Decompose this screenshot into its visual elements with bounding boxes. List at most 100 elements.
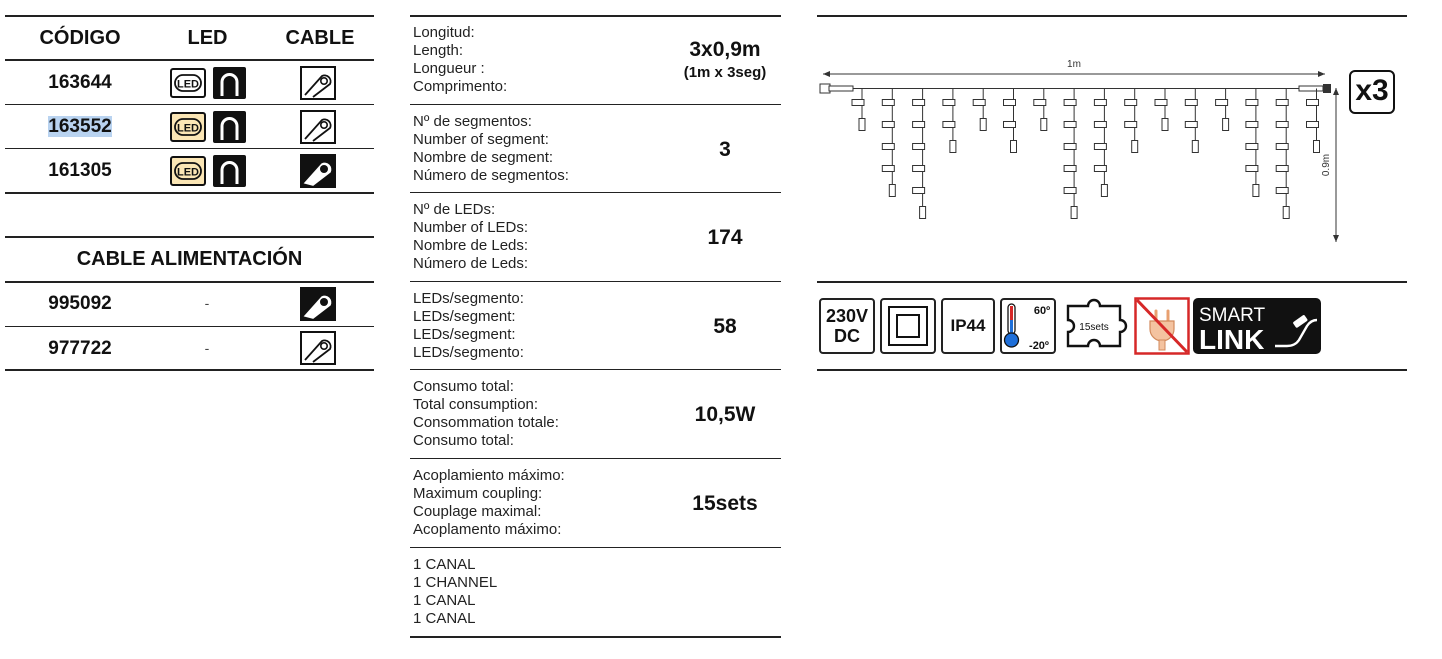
led-drop bbox=[881, 165, 895, 172]
multiplier-badge: x3 bbox=[1349, 70, 1395, 114]
led-drop bbox=[1313, 140, 1320, 153]
icicle-light-diagram: 1m 0.9m bbox=[819, 59, 1339, 242]
led-drop bbox=[1252, 184, 1260, 197]
led-drop bbox=[1245, 99, 1259, 106]
black-cable-icon bbox=[300, 287, 336, 326]
transparent-cable-icon bbox=[300, 66, 336, 105]
transparent-cable-icon bbox=[300, 110, 336, 149]
spec-labels-length: Longitud:Length:Longueur :Comprimento: bbox=[413, 24, 508, 95]
spec-labels-segments: Nº de segmentos:Number of segment:Nombre… bbox=[413, 113, 569, 184]
height-dimension-label: 0.9m bbox=[1321, 154, 1332, 176]
spec-value-segments: 3 bbox=[719, 138, 731, 161]
led-drop bbox=[1063, 121, 1077, 128]
temp-high-label: 60º bbox=[1034, 305, 1050, 317]
led-drop bbox=[942, 121, 956, 128]
led-cool-white-icon: LED bbox=[170, 66, 250, 105]
smart-link-icon: SMART LINK bbox=[1193, 298, 1321, 359]
code-cell[interactable]: 977722 bbox=[48, 338, 112, 359]
led-warm-white-icon: LED bbox=[170, 154, 250, 193]
led-drop bbox=[979, 118, 987, 131]
led-drop bbox=[1131, 140, 1139, 153]
led-drop bbox=[1040, 118, 1048, 131]
led-drop bbox=[1184, 99, 1198, 106]
spec-labels-leds-per-segment: LEDs/segmento:LEDs/segment:LEDs/segment:… bbox=[413, 290, 524, 361]
led-drop bbox=[1124, 99, 1138, 106]
code-cell-selected[interactable]: 163552 bbox=[48, 116, 112, 137]
svg-text:LED: LED bbox=[177, 167, 199, 179]
led-drop bbox=[1282, 206, 1290, 219]
led-drop bbox=[1093, 121, 1107, 128]
spec-labels-leds: Nº de LEDs:Number of LEDs:Nombre de Leds… bbox=[413, 201, 529, 272]
led-drop bbox=[912, 121, 926, 128]
led-drop bbox=[1275, 121, 1289, 128]
spec-value-leds-per-segment: 58 bbox=[713, 315, 737, 338]
led-drop bbox=[1275, 165, 1289, 172]
spec-value-length: 3x0,9m bbox=[689, 38, 761, 61]
led-drop bbox=[1275, 99, 1289, 106]
header-code: CÓDIGO bbox=[39, 27, 121, 49]
transparent-cable-icon bbox=[300, 331, 336, 370]
led-drop bbox=[858, 118, 866, 131]
led-drop bbox=[1093, 165, 1107, 172]
led-drop bbox=[881, 143, 895, 150]
led-drop bbox=[881, 99, 895, 106]
led-empty-cell: - bbox=[204, 340, 210, 356]
led-drop bbox=[1245, 143, 1259, 150]
led-warm-white-icon: LED bbox=[170, 110, 250, 149]
led-drop bbox=[1275, 143, 1289, 150]
led-drop bbox=[1063, 143, 1077, 150]
led-drop bbox=[1222, 118, 1230, 131]
led-drop bbox=[1161, 118, 1169, 131]
led-drop bbox=[1184, 121, 1198, 128]
led-drop bbox=[1033, 99, 1047, 106]
led-drop bbox=[1003, 121, 1016, 128]
spec-labels-coupling: Acoplamiento máximo:Maximum coupling:Cou… bbox=[413, 467, 565, 538]
led-drop bbox=[912, 187, 926, 194]
black-cable-icon bbox=[300, 154, 336, 193]
ip-rating-icon: IP44 bbox=[941, 298, 995, 354]
led-drop bbox=[912, 165, 926, 172]
led-drop bbox=[1154, 99, 1168, 106]
led-drop bbox=[1306, 121, 1319, 128]
led-drop bbox=[888, 184, 896, 197]
led-drop bbox=[1093, 143, 1107, 150]
led-drop bbox=[1215, 99, 1229, 106]
link-label: LINK bbox=[1199, 324, 1264, 354]
led-drop bbox=[1100, 184, 1108, 197]
coupling-puzzle-icon: 15sets bbox=[1060, 296, 1132, 361]
led-drop bbox=[1245, 121, 1259, 128]
code-cell[interactable]: 163644 bbox=[48, 72, 112, 93]
led-empty-cell: - bbox=[204, 295, 210, 311]
header-cable: CABLE bbox=[285, 27, 355, 49]
temp-low-label: -20º bbox=[1029, 340, 1049, 352]
no-plug-icon bbox=[1134, 297, 1190, 360]
led-drop bbox=[1063, 187, 1077, 194]
width-dimension-label: 1m bbox=[1067, 59, 1081, 70]
code-cell[interactable]: 161305 bbox=[48, 160, 112, 181]
led-drop bbox=[1093, 99, 1107, 106]
led-drop bbox=[1306, 99, 1319, 106]
led-drop bbox=[949, 140, 957, 153]
led-drop bbox=[1010, 140, 1017, 153]
code-cell[interactable]: 995092 bbox=[48, 293, 112, 314]
led-drop bbox=[1063, 165, 1077, 172]
led-drop bbox=[1275, 187, 1289, 194]
double-insulation-icon bbox=[880, 298, 936, 354]
led-drop bbox=[1003, 99, 1016, 106]
spec-value-consumption: 10,5W bbox=[694, 403, 756, 426]
spec-labels-consumption: Consumo total:Total consumption:Consomma… bbox=[413, 378, 559, 449]
power-cable-title: CABLE ALIMENTACIÓN bbox=[76, 248, 303, 270]
spec-sub-length: (1m x 3seg) bbox=[683, 64, 767, 81]
svg-text:LED: LED bbox=[177, 123, 199, 135]
smart-label: SMART bbox=[1199, 305, 1266, 326]
led-drop bbox=[972, 99, 986, 106]
spec-value-leds: 174 bbox=[707, 226, 743, 249]
header-led: LED bbox=[187, 27, 228, 49]
temperature-range-icon: 60º -20º bbox=[1000, 298, 1056, 354]
led-drop bbox=[912, 143, 926, 150]
led-drop bbox=[1070, 206, 1078, 219]
led-drop bbox=[912, 99, 926, 106]
led-drop bbox=[881, 121, 895, 128]
